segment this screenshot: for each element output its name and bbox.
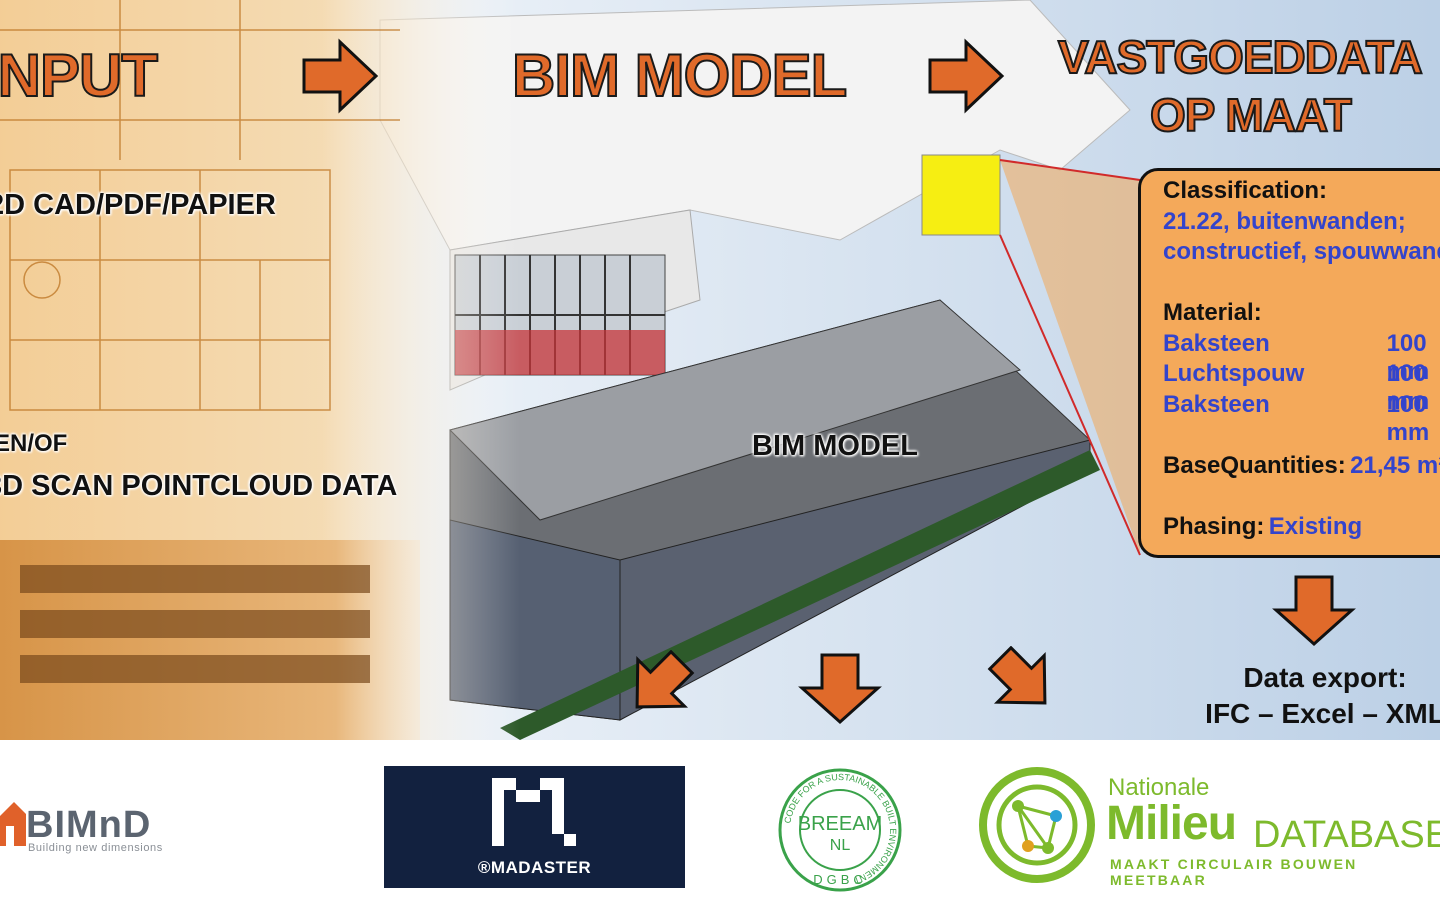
bimnd-tagline: Building new dimensions: [28, 842, 163, 854]
classification-label: Classification:: [1163, 177, 1328, 204]
madaster-m-icon: [492, 778, 576, 846]
heading-bim-model: BIM MODEL: [511, 42, 848, 109]
input-en-of-label: EN/OF: [0, 430, 68, 457]
down-arrow-icon: [1272, 575, 1356, 647]
basequantities-label: BaseQuantities:: [1163, 451, 1346, 479]
green-ground: [500, 450, 1100, 740]
right-arrow-icon: [928, 38, 1005, 114]
house-icon: [0, 802, 26, 846]
export-formats: IFC – Excel – XML: [1205, 698, 1440, 729]
material-thickness: 100 mm: [1386, 329, 1430, 385]
property-info-box: Classification: 21.22, buitenwanden; con…: [1138, 168, 1440, 558]
phasing-label: Phasing:: [1163, 512, 1265, 540]
pointcloud-windows: [20, 565, 370, 683]
heading-input: INPUT: [0, 42, 159, 109]
material-name: Luchtspouw: [1163, 360, 1305, 387]
heading-vastgoeddata: VASTGOEDDATA: [1057, 31, 1424, 83]
nmd-database-text: DATABASE: [1253, 814, 1440, 856]
bimnd-name: BIMnD: [26, 804, 152, 846]
basequantities-value: 21,45 m²: [1350, 451, 1440, 479]
nmd-subtitle: MAAKT CIRCULAIR BOUWEN MEETBAAR: [1110, 856, 1358, 888]
nmd-globe-icon: [979, 767, 1095, 883]
bim-model-label: BIM MODEL: [752, 430, 918, 462]
data-export: Data export: IFC – Excel – XML: [1170, 660, 1440, 732]
input-scan-label: 3D SCAN POINTCLOUD DATA: [0, 470, 398, 502]
diagram-stage: INPUT BIM MODEL VASTGOEDDATA OP MAAT 2D …: [0, 0, 1440, 740]
floorplan-lines: [0, 0, 400, 411]
breeam-nl-text: NL: [830, 837, 851, 854]
export-title: Data export:: [1243, 662, 1407, 693]
phasing-value: Existing: [1268, 512, 1363, 540]
material-name: Baksteen: [1163, 329, 1270, 357]
down-left-arrow-icon: [635, 650, 695, 709]
madaster-logo: ®MADASTER: [384, 766, 685, 888]
right-arrow-icon: [302, 38, 379, 114]
material-name: Baksteen: [1163, 390, 1270, 418]
classification-value-2: constructief, spouwwanden: [1163, 238, 1440, 265]
nmd-top-text: Nationale: [1108, 774, 1210, 801]
madaster-name: ®MADASTER: [477, 858, 592, 877]
down-right-arrow-icon: [987, 646, 1047, 705]
classification-value-1: 21.22, buitenwanden;: [1163, 207, 1406, 235]
nmd-main-text: Milieu: [1106, 797, 1237, 850]
material-row: Luchtspouw 100 mm: [1163, 360, 1440, 415]
breeam-text: BREEAM: [798, 813, 882, 835]
material-row: Baksteen 100 mm: [1163, 329, 1440, 385]
heading-op-maat: OP MAAT: [1149, 89, 1353, 141]
material-thickness: 100 mm: [1386, 360, 1430, 415]
material-thickness: 100 mm: [1386, 390, 1430, 446]
input-cad-label: 2D CAD/PDF/PAPIER: [0, 189, 276, 221]
material-row: Baksteen 100 mm: [1163, 390, 1440, 446]
partner-logos: BIMnD Building new dimensions ®MADASTER …: [0, 740, 1440, 917]
dgbc-text: DGBC: [813, 872, 867, 887]
callout-wedge: [1000, 160, 1140, 555]
highlighted-wall: [921, 154, 1001, 236]
down-arrow-icon: [798, 653, 882, 725]
material-label: Material:: [1163, 299, 1262, 326]
breeam-nl-logo: CODE FOR A SUSTAINABLE BUILT ENVIRONMENT…: [778, 768, 902, 892]
